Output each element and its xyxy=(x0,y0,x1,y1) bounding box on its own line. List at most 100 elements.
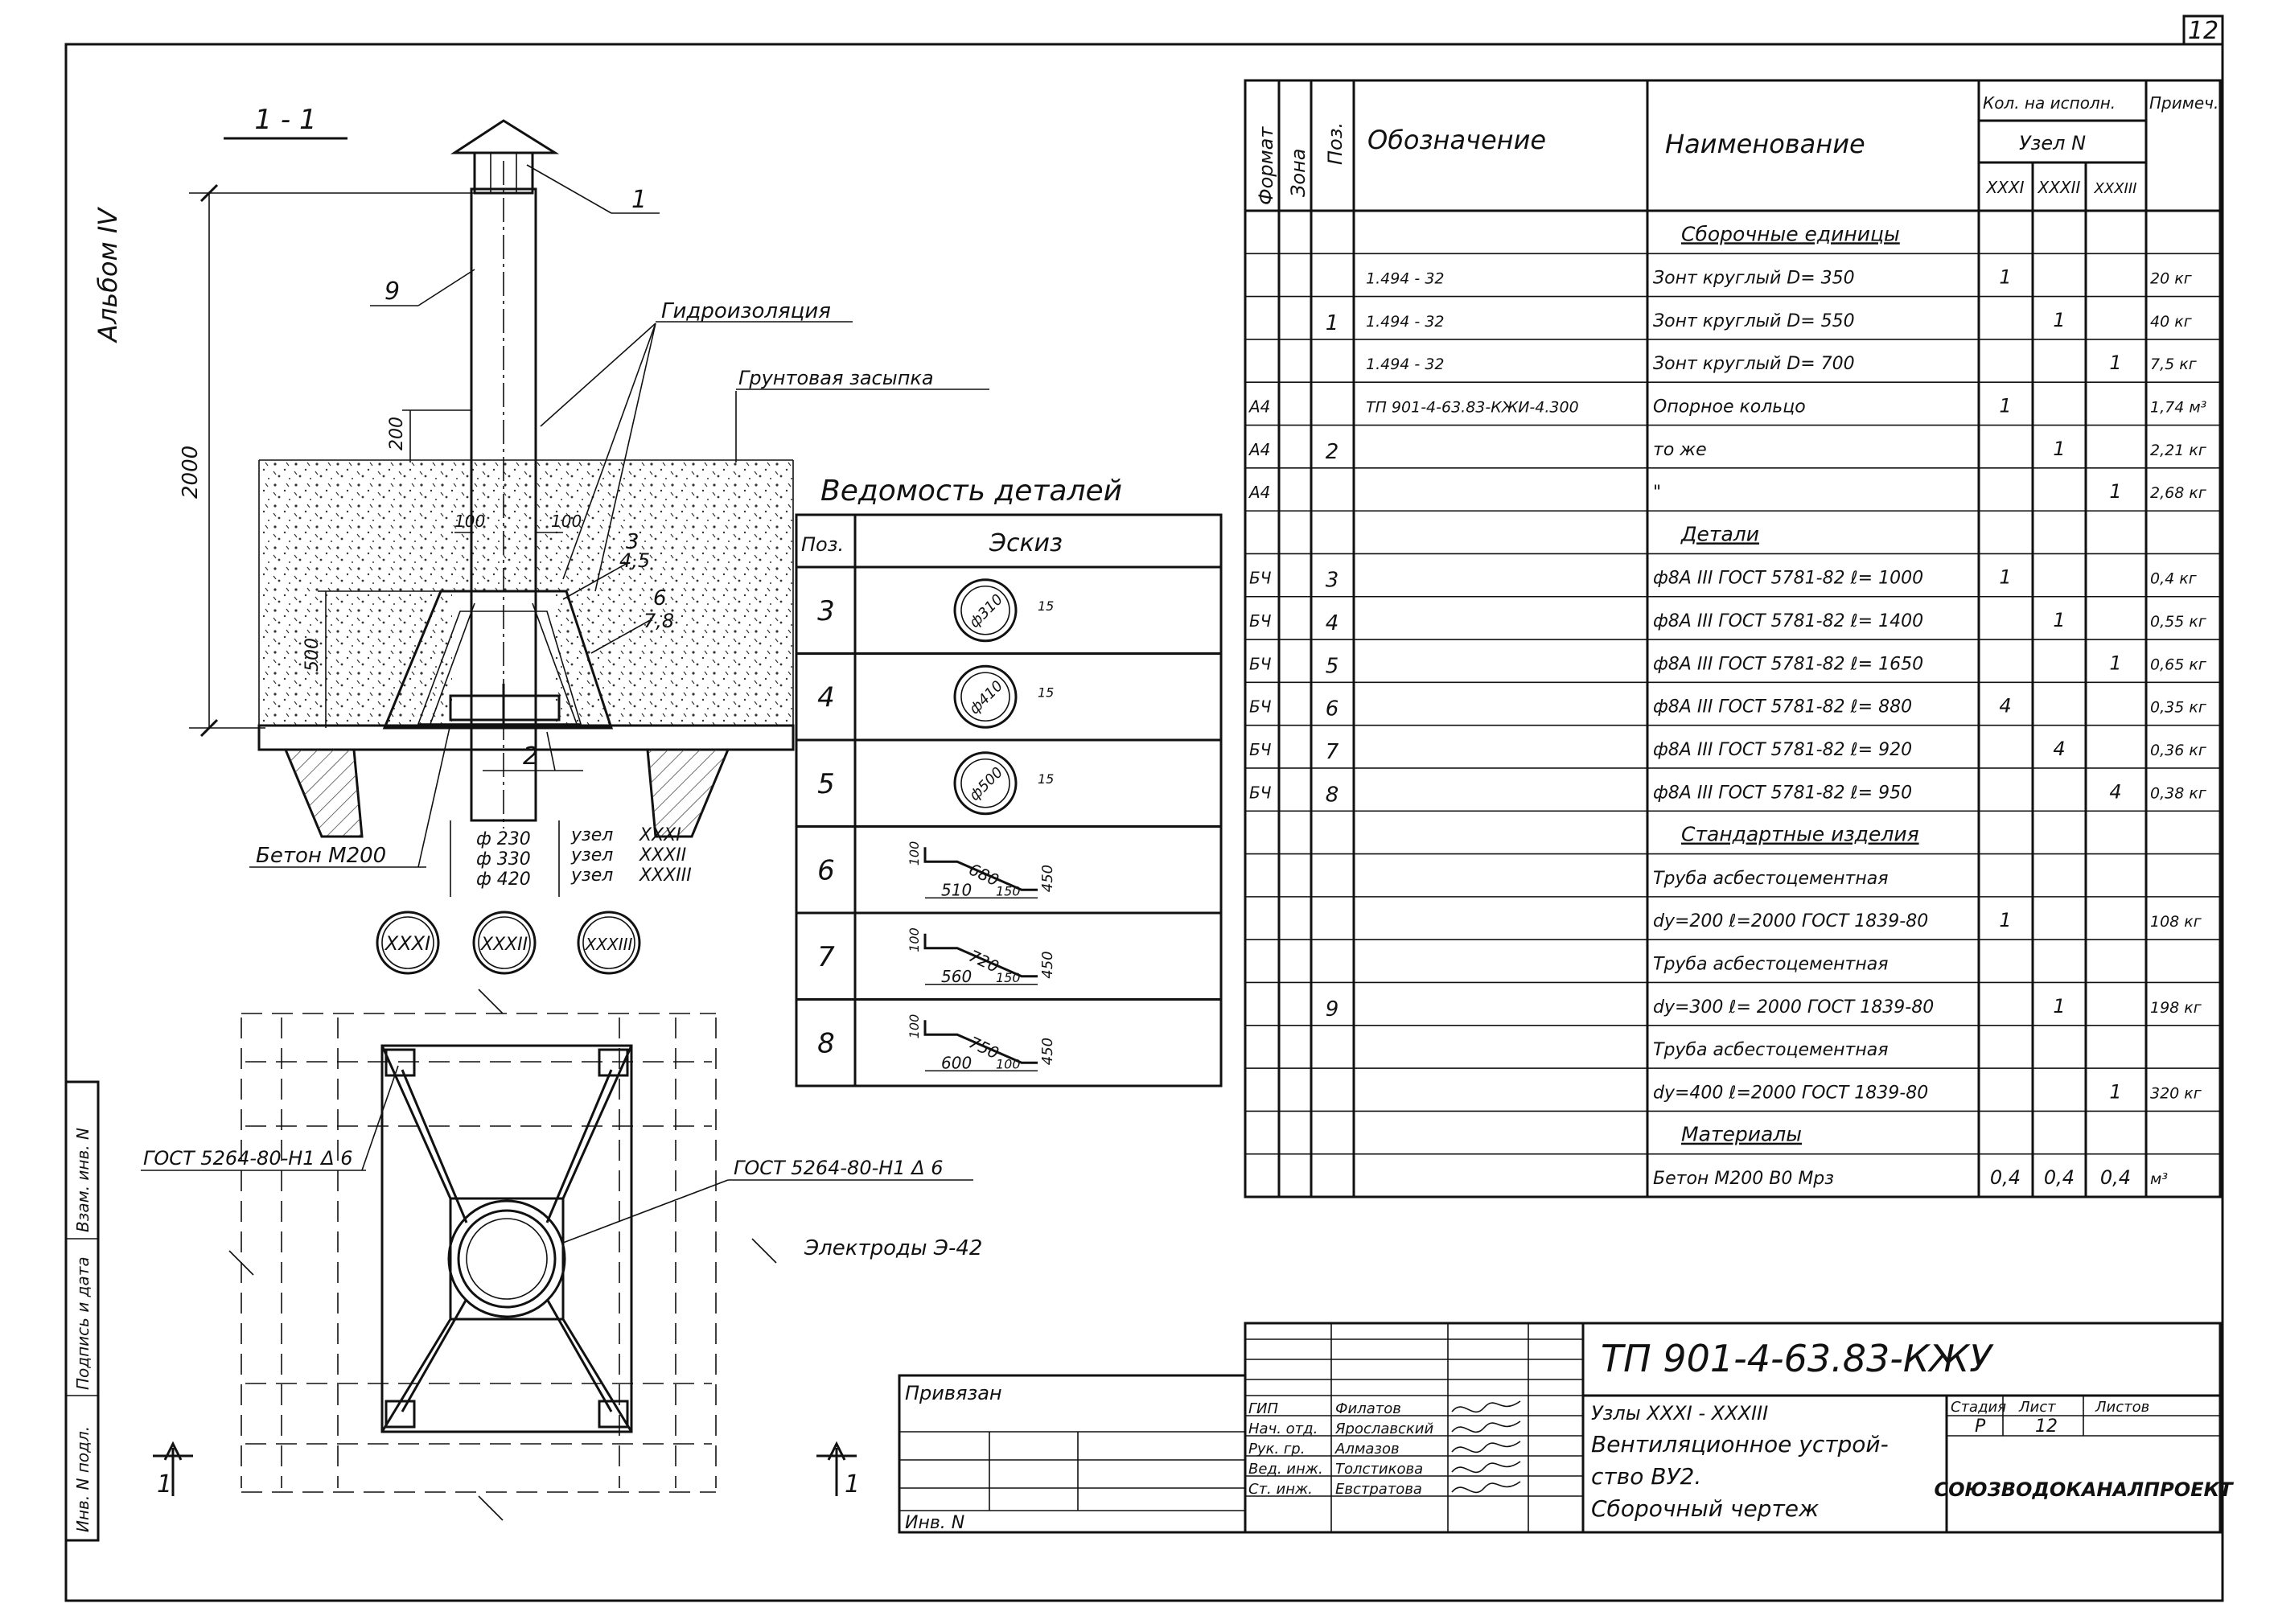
ring-sketch-icon xyxy=(953,664,1018,729)
spec-row-qty-1: 4 xyxy=(1999,695,2011,717)
node-row-dia-2: ф 330 xyxy=(476,849,531,870)
spec-row-pos: 8 xyxy=(1326,783,1339,807)
spec-row-qty-2: 1 xyxy=(2053,309,2065,331)
node-row-node-1: XXXI xyxy=(639,825,681,845)
tb-role-name: Евстратова xyxy=(1335,1481,1422,1498)
tb-desc-2: Вентиляционное устрой- xyxy=(1591,1431,1889,1457)
details-row-b2: 150 xyxy=(996,970,1021,985)
spec-row-qty-1: 1 xyxy=(1999,266,2011,289)
section-label: 1 - 1 xyxy=(254,104,316,136)
sheet-number-box xyxy=(2182,14,2224,46)
details-row-pos: 4 xyxy=(817,681,835,713)
details-row-b1: 560 xyxy=(941,967,972,986)
spec-row-qty-3: 1 xyxy=(2109,352,2121,374)
spec-row-name: ф8А III ГОСТ 5781-82 ℓ= 920 xyxy=(1653,740,1912,760)
tb-role: Вед. инж. xyxy=(1248,1461,1323,1478)
tb-role-name: Ярославский xyxy=(1334,1420,1433,1437)
callout-9: 9 xyxy=(384,278,400,306)
spec-row-name: ф8А III ГОСТ 5781-82 ℓ= 1650 xyxy=(1653,654,1923,674)
spec-row-note: 2,68 кг xyxy=(2150,484,2207,502)
details-row-h: 15 xyxy=(1038,771,1054,787)
spec-row-qty-2: 0,4 xyxy=(2044,1166,2075,1189)
spec-table: Формат Зона Поз. Обозначение Наименовани… xyxy=(1244,79,2222,1198)
spec-row-designation: ТП 901-4-63.83-КЖИ-4.300 xyxy=(1366,399,1579,417)
umbrella xyxy=(450,119,560,154)
label-concrete: Бетон М200 xyxy=(256,844,386,868)
spec-row-designation: 1.494 - 32 xyxy=(1366,356,1445,373)
callout-7-8: 7,8 xyxy=(644,610,674,632)
spec-row-name: Зонт круглый D= 550 xyxy=(1653,311,1855,331)
tb-desc-4: Сборочный чертеж xyxy=(1591,1495,1819,1522)
node-circle-xxxi: XXXI xyxy=(384,932,430,955)
spec-row-name: Труба асбестоцементная xyxy=(1653,1040,1888,1060)
ring-sketch-icon xyxy=(953,751,1018,816)
spec-row-note: 20 кг xyxy=(2150,270,2193,288)
tb-sheets-header: Листов xyxy=(2095,1399,2149,1416)
details-row-dia: ф500 xyxy=(966,764,1006,804)
spec-row-name: ф8А III ГОСТ 5781-82 ℓ= 1400 xyxy=(1653,611,1923,631)
spec-header-n1: XXXI xyxy=(1985,178,2024,197)
section-view: 1 - 1 xyxy=(179,104,989,975)
spec-header-pos: Поз. xyxy=(1324,122,1347,165)
details-row-left: 100 xyxy=(907,927,922,952)
spec-header-zone: Зона xyxy=(1287,149,1310,197)
spec-row-name: Зонт круглый D= 350 xyxy=(1653,269,1855,289)
details-row-pos: 3 xyxy=(817,595,835,627)
signature-icon xyxy=(1451,1481,1521,1494)
spec-row-qty-3: 0,4 xyxy=(2100,1166,2131,1189)
album-label: Альбом IV xyxy=(93,207,123,343)
label-waterproofing: Гидроизоляция xyxy=(661,299,831,323)
section-mark-right: 1 xyxy=(845,1470,860,1499)
spec-header-node: Узел N xyxy=(2019,132,2086,154)
spec-row-name: Стандартные изделия xyxy=(1681,823,1919,846)
spec-row-format: БЧ xyxy=(1249,611,1272,631)
details-row-b1: 600 xyxy=(941,1053,972,1072)
spec-row-format: А4 xyxy=(1248,483,1270,502)
details-row-h: 15 xyxy=(1038,685,1054,700)
sheet-number: 12 xyxy=(2188,17,2218,45)
signature-icon xyxy=(1451,1461,1521,1474)
details-row-b1: 510 xyxy=(941,880,972,899)
node-row-label-2: узел xyxy=(570,845,613,865)
spec-row-note: 108 кг xyxy=(2150,913,2202,931)
spec-row-name: dy=300 ℓ= 2000 ГОСТ 1839-80 xyxy=(1653,997,1934,1018)
spec-row: Труба асбестоцементная xyxy=(1653,954,1888,974)
signature-icon xyxy=(1451,1441,1521,1453)
tb-role: Ст. инж. xyxy=(1248,1481,1313,1498)
callout-4-5: 4,5 xyxy=(619,549,650,572)
spec-row-pos: 5 xyxy=(1326,654,1339,678)
spec-row-qty-2: 1 xyxy=(2053,995,2065,1018)
spec-row-qty-3: 1 xyxy=(2109,480,2121,503)
spec-row-note: 320 кг xyxy=(2150,1084,2202,1102)
spec-row-format: БЧ xyxy=(1249,740,1272,759)
sheet-frame xyxy=(64,43,2224,1602)
details-row-pos: 5 xyxy=(817,768,835,800)
spec-row-name: Бетон М200 В0 Мрз xyxy=(1653,1169,1834,1189)
spec-row-format: А4 xyxy=(1248,397,1270,417)
callout-1: 1 xyxy=(631,186,647,214)
ring-sketch-icon xyxy=(953,578,1018,643)
spec-row-name: dy=200 ℓ=2000 ГОСТ 1839-80 xyxy=(1653,911,1928,931)
details-row-left: 100 xyxy=(907,841,922,866)
node-row-label-3: узел xyxy=(570,865,613,886)
callout-3: 3 xyxy=(626,530,639,554)
spec-row-format: БЧ xyxy=(1249,697,1272,717)
callout-2: 2 xyxy=(523,742,538,771)
tb-desc-1: Узлы XXXI - XXXIII xyxy=(1591,1402,1768,1425)
binding-inv: Инв. N xyxy=(905,1513,964,1533)
spec-row-qty-1: 1 xyxy=(1999,395,2011,417)
spec-row: Детали xyxy=(1680,522,1759,545)
spec-header-designation: Обозначение xyxy=(1367,125,1546,155)
label-weld-1: ГОСТ 5264-80-Н1 Δ 6 xyxy=(143,1147,353,1170)
spec-row: Труба асбестоцементная xyxy=(1653,1040,1888,1060)
